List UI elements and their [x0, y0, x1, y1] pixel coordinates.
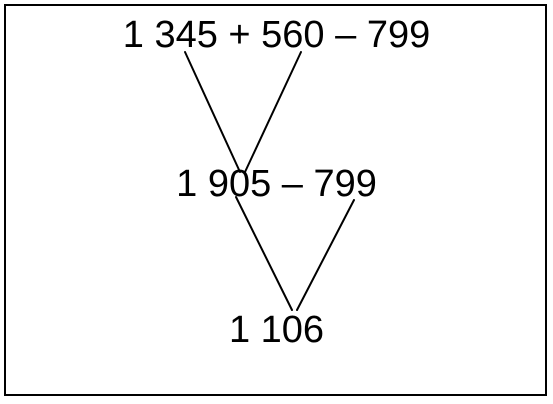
expression-result: 1 106: [228, 309, 325, 351]
expression-step-1: 1 345 + 560 – 799: [122, 14, 431, 56]
expression-step-2: 1 905 – 799: [176, 163, 377, 205]
